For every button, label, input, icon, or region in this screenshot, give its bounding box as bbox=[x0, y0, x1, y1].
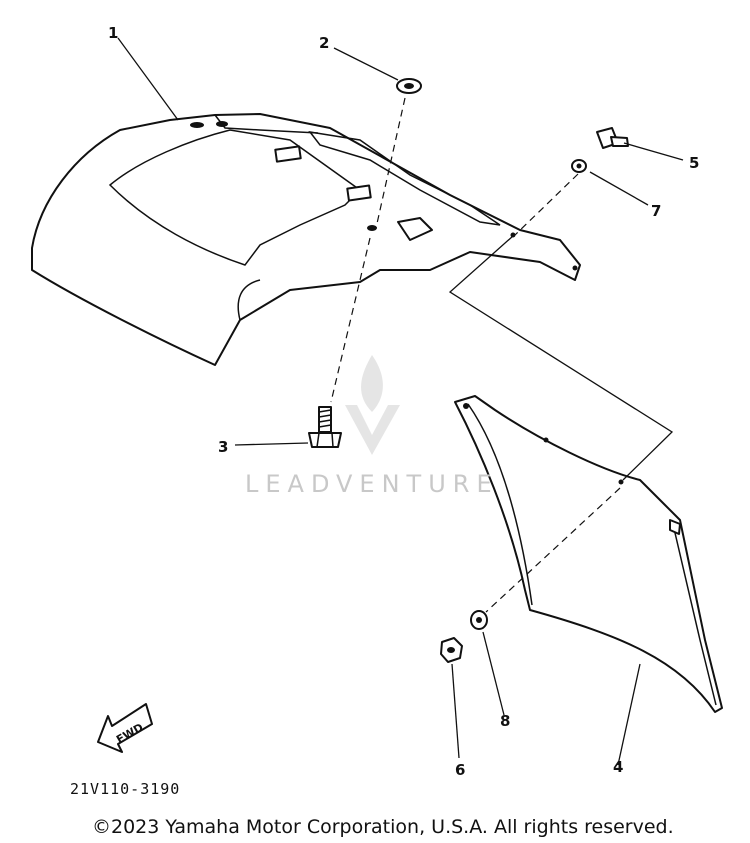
part-code: 21V110-3190 bbox=[70, 780, 181, 798]
watermark-logo bbox=[345, 355, 400, 455]
callout-6: 6 bbox=[455, 761, 465, 779]
bolt bbox=[308, 406, 342, 448]
callout-1: 1 bbox=[108, 24, 118, 42]
watermark-text: LEADVENTURE bbox=[245, 470, 499, 498]
rear-fender bbox=[31, 113, 581, 366]
assembly-lines bbox=[330, 97, 674, 613]
screw bbox=[596, 127, 629, 149]
nut bbox=[440, 637, 463, 663]
washer bbox=[571, 159, 587, 173]
callout-2: 2 bbox=[319, 34, 329, 52]
washer-lower bbox=[470, 610, 488, 630]
leader-lines bbox=[117, 37, 684, 766]
callout-3: 3 bbox=[218, 438, 228, 456]
grommet bbox=[396, 78, 422, 94]
callout-8: 8 bbox=[500, 712, 510, 730]
rear-flap bbox=[454, 395, 723, 713]
copyright-notice: ©2023 Yamaha Motor Corporation, U.S.A. A… bbox=[92, 816, 674, 838]
callout-labels: 1 2 3 4 5 6 7 8 bbox=[108, 24, 699, 779]
callout-5: 5 bbox=[689, 154, 699, 172]
callout-7: 7 bbox=[651, 202, 661, 220]
fwd-arrow-icon: FWD bbox=[97, 703, 153, 753]
callout-4: 4 bbox=[613, 758, 623, 776]
